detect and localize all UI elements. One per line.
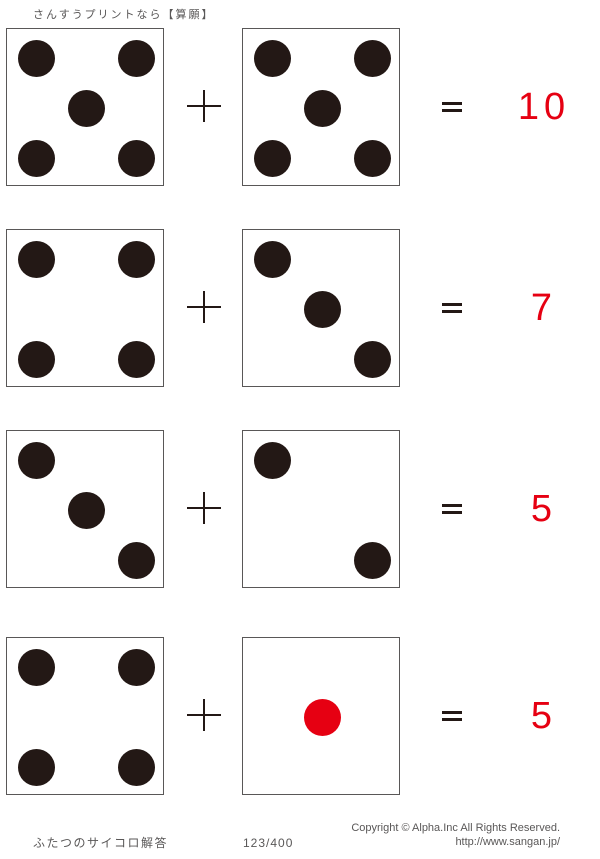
answer-value-row1: 10 [517, 86, 571, 128]
die-pip-tr [117, 648, 155, 686]
plus-operator-icon [187, 89, 221, 123]
die-pip-c [303, 698, 341, 736]
die-pip-tl [17, 240, 55, 278]
footer-credits: Copyright © Alpha.Inc All Rights Reserve… [260, 821, 560, 849]
equals-operator-icon [442, 102, 462, 112]
worksheet-label: ふたつのサイコロ解答 [33, 836, 169, 850]
die-pip-br [117, 748, 155, 786]
plus-operator-icon [187, 698, 221, 732]
die-pip-tr [117, 39, 155, 77]
die-pip-tr [117, 240, 155, 278]
die-pip-c [303, 89, 341, 127]
site-url: http://www.sangan.jp/ [455, 836, 560, 848]
equals-operator-icon [442, 504, 462, 514]
die-right-row2 [242, 229, 400, 387]
die-right-row3 [242, 430, 400, 588]
die-pip-bl [253, 139, 291, 177]
die-pip-br [117, 139, 155, 177]
die-pip-tl [253, 39, 291, 77]
answer-value-row3: 5 [530, 488, 558, 530]
die-pip-bl [17, 748, 55, 786]
die-left-row2 [6, 229, 164, 387]
equals-operator-icon [442, 711, 462, 721]
die-pip-br [353, 340, 391, 378]
plus-operator-icon [187, 290, 221, 324]
page-number: 123/400 [243, 836, 294, 850]
die-pip-c [67, 89, 105, 127]
die-left-row1 [6, 28, 164, 186]
die-pip-c [67, 491, 105, 529]
die-pip-c [303, 290, 341, 328]
die-left-row3 [6, 430, 164, 588]
die-pip-tr [353, 39, 391, 77]
die-pip-tl [17, 39, 55, 77]
die-pip-br [353, 541, 391, 579]
die-right-row4 [242, 637, 400, 795]
die-right-row1 [242, 28, 400, 186]
die-pip-br [117, 541, 155, 579]
die-pip-br [117, 340, 155, 378]
page-title: さんすうプリントなら【算願】 [33, 9, 215, 21]
die-pip-tl [253, 240, 291, 278]
copyright-text: Copyright © Alpha.Inc All Rights Reserve… [351, 822, 560, 834]
equals-operator-icon [442, 303, 462, 313]
die-pip-tl [253, 441, 291, 479]
die-left-row4 [6, 637, 164, 795]
die-pip-bl [17, 139, 55, 177]
answer-value-row2: 7 [530, 287, 558, 329]
plus-operator-icon [187, 491, 221, 525]
die-pip-bl [17, 340, 55, 378]
die-pip-tl [17, 441, 55, 479]
die-pip-br [353, 139, 391, 177]
answer-value-row4: 5 [530, 695, 558, 737]
die-pip-tl [17, 648, 55, 686]
